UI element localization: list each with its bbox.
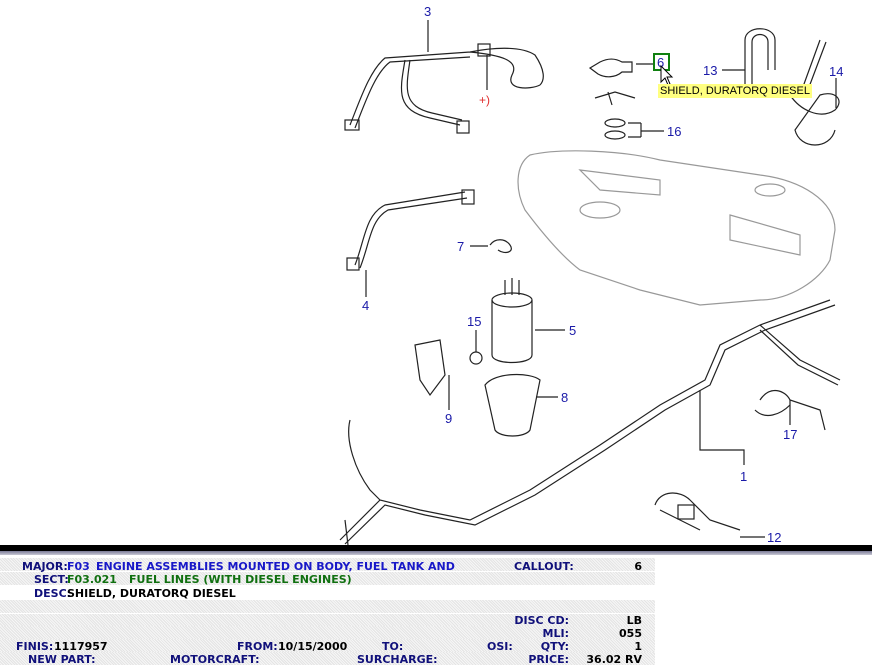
callout-5[interactable]: 5 bbox=[569, 323, 576, 338]
qty-label: QTY: bbox=[540, 640, 569, 653]
desc-label: DESC: bbox=[34, 587, 72, 600]
mli-value: 055 bbox=[619, 627, 642, 640]
callout-value: 6 bbox=[634, 560, 642, 573]
qty-value: 1 bbox=[634, 640, 642, 653]
disc-cd-label: DISC CD: bbox=[514, 614, 569, 627]
mli-label: MLI: bbox=[542, 627, 569, 640]
major-code: F03 bbox=[67, 560, 90, 573]
from-value: 10/15/2000 bbox=[278, 640, 348, 653]
diagram-linework bbox=[339, 20, 841, 545]
major-text: ENGINE ASSEMBLIES MOUNTED ON BODY, FUEL … bbox=[96, 560, 455, 573]
callout-14[interactable]: 14 bbox=[829, 64, 843, 79]
callout-8[interactable]: 8 bbox=[561, 390, 568, 405]
from-label: FROM: bbox=[237, 640, 278, 653]
disc-cd-value: LB bbox=[626, 614, 642, 627]
part-info-panel: MAJOR: F03 ENGINE ASSEMBLIES MOUNTED ON … bbox=[0, 558, 872, 670]
sect-code: F03.021 bbox=[67, 573, 117, 586]
marker-plus: +) bbox=[479, 93, 490, 107]
callout-labels: 3 +) 6 13 14 16 7 4 15 5 8 9 17 1 12 bbox=[362, 4, 843, 545]
part-tooltip: SHIELD, DURATORQ DIESEL bbox=[658, 84, 812, 98]
motorcraft-label: MOTORCRAFT: bbox=[170, 653, 260, 666]
callout-4[interactable]: 4 bbox=[362, 298, 369, 313]
finis-value: 1117957 bbox=[54, 640, 108, 653]
callout-3[interactable]: 3 bbox=[424, 4, 431, 19]
osi-label: OSI: bbox=[487, 640, 513, 653]
callout-7[interactable]: 7 bbox=[457, 239, 464, 254]
panel-divider bbox=[0, 545, 872, 551]
price-label: PRICE: bbox=[528, 653, 569, 666]
parts-diagram: 3 +) 6 13 14 16 7 4 15 5 8 9 17 1 12 bbox=[339, 4, 843, 545]
callout-17[interactable]: 17 bbox=[783, 427, 797, 442]
desc-text: SHIELD, DURATORQ DIESEL bbox=[67, 587, 236, 600]
new-part-label: NEW PART: bbox=[28, 653, 96, 666]
sect-text: FUEL LINES (WITH DIESEL ENGINES) bbox=[129, 573, 352, 586]
sect-label: SECT: bbox=[34, 573, 69, 586]
callout-15[interactable]: 15 bbox=[467, 314, 481, 329]
price-value: 36.02 RV bbox=[586, 653, 642, 666]
callout-13[interactable]: 13 bbox=[703, 63, 717, 78]
major-label: MAJOR: bbox=[22, 560, 68, 573]
callout-1[interactable]: 1 bbox=[740, 469, 747, 484]
surcharge-label: SURCHARGE: bbox=[357, 653, 438, 666]
callout-16[interactable]: 16 bbox=[667, 124, 681, 139]
mouse-cursor-icon bbox=[660, 64, 674, 86]
callout-12[interactable]: 12 bbox=[767, 530, 781, 545]
callout-6[interactable]: 6 bbox=[657, 55, 664, 70]
to-label: TO: bbox=[382, 640, 404, 653]
finis-label: FINIS: bbox=[16, 640, 54, 653]
panel-divider-shade bbox=[0, 551, 872, 555]
callout-9[interactable]: 9 bbox=[445, 411, 452, 426]
callout-label: CALLOUT: bbox=[514, 560, 574, 573]
